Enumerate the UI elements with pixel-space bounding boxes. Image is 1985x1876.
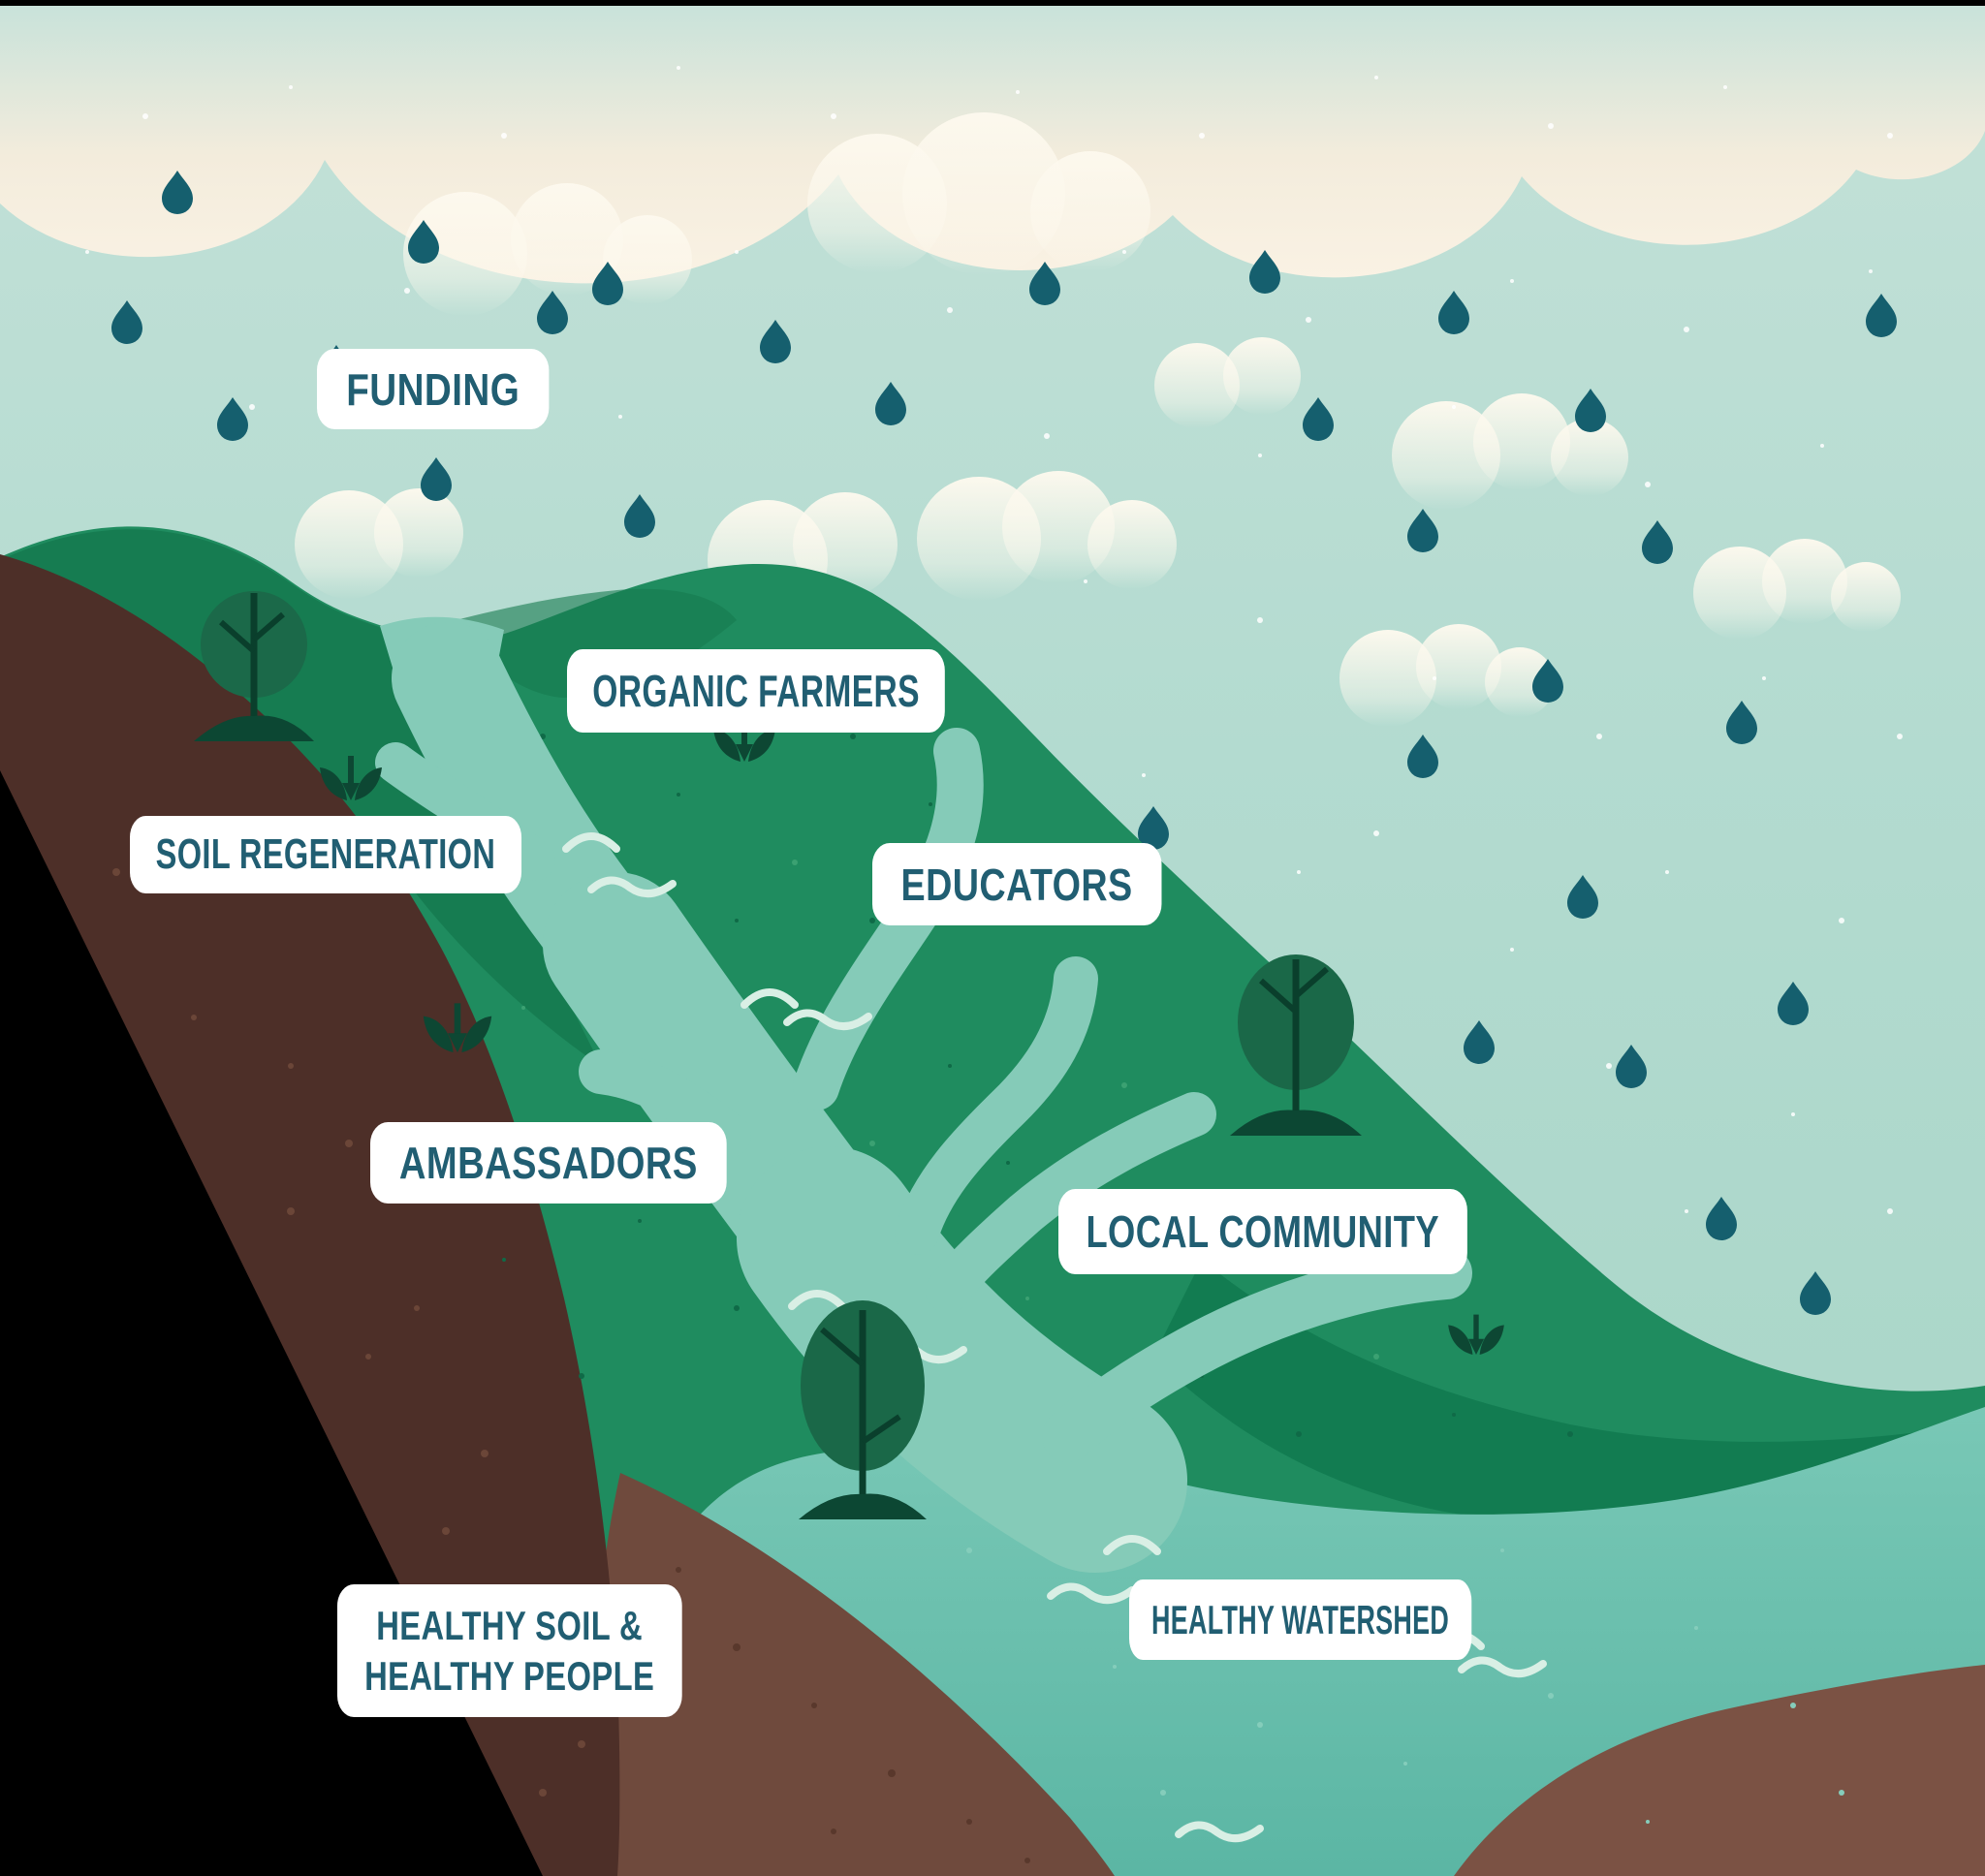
label-healthy-soil-line2: HEALTHY PEOPLE xyxy=(364,1652,655,1699)
wave-icon xyxy=(1458,1656,1547,1677)
wave-icon xyxy=(740,988,799,1009)
shore-band xyxy=(1153,1260,1985,1533)
hill-shade-patch xyxy=(0,529,601,1066)
lake-speckles xyxy=(966,1548,1844,1824)
river-tributary xyxy=(1042,1247,1472,1462)
label-soil-regeneration: SOIL REGENERATION xyxy=(130,816,521,893)
cloud-icon xyxy=(1339,624,1555,727)
wave-icon xyxy=(562,832,620,853)
wave-icon xyxy=(788,1290,846,1310)
label-funding-text: FUNDING xyxy=(346,363,520,415)
wave-icon xyxy=(1047,1582,1136,1604)
wave-icon xyxy=(1103,1535,1161,1555)
label-organic-farmers-text: ORGANIC FARMERS xyxy=(592,666,920,716)
cloud-icon xyxy=(1693,539,1901,640)
label-soil-regeneration-text: SOIL REGENERATION xyxy=(155,830,496,878)
right-riverbank xyxy=(1454,1665,1985,1876)
river-tributary xyxy=(926,1092,1216,1313)
wave-icon xyxy=(587,876,677,897)
label-funding: FUNDING xyxy=(317,349,550,429)
label-educators: EDUCATORS xyxy=(872,843,1162,925)
tree-icon xyxy=(799,1300,927,1519)
cloud-icon xyxy=(1392,393,1628,510)
label-healthy-watershed-text: HEALTHY WATERSHED xyxy=(1151,1596,1450,1642)
label-educators-text: EDUCATORS xyxy=(900,859,1133,910)
wave-icon xyxy=(1175,1821,1264,1842)
label-ambassadors: AMBASSADORS xyxy=(370,1122,727,1204)
cloud-icon xyxy=(403,183,692,316)
label-local-community: LOCAL COMMUNITY xyxy=(1058,1189,1467,1274)
sprout-icon xyxy=(1448,1314,1504,1355)
cloud-icon xyxy=(917,471,1177,601)
wave-icon xyxy=(783,1009,872,1030)
tree-icon xyxy=(194,591,314,741)
label-local-community-text: LOCAL COMMUNITY xyxy=(1086,1206,1440,1257)
hill-shade-patch xyxy=(456,588,737,698)
label-healthy-watershed: HEALTHY WATERSHED xyxy=(1129,1579,1472,1660)
left-riverbank xyxy=(593,1473,1115,1876)
waves xyxy=(562,832,1547,1842)
tree-icon xyxy=(1230,954,1362,1136)
top-edge xyxy=(0,0,1985,6)
cloud-icon xyxy=(1154,337,1301,428)
label-healthy-soil-line1: HEALTHY SOIL & xyxy=(376,1602,644,1648)
label-ambassadors-text: AMBASSADORS xyxy=(398,1138,698,1188)
sprout-icon xyxy=(423,1003,492,1052)
cloud-icon xyxy=(807,112,1150,275)
cloud-icon xyxy=(295,488,463,599)
label-healthy-soil-people: HEALTHY SOIL & HEALTHY PEOPLE xyxy=(337,1584,682,1717)
sky-speckles xyxy=(85,66,1903,1262)
river-tributary xyxy=(895,956,1098,1255)
label-organic-farmers: ORGANIC FARMERS xyxy=(567,649,946,733)
sprout-icon xyxy=(320,756,382,800)
